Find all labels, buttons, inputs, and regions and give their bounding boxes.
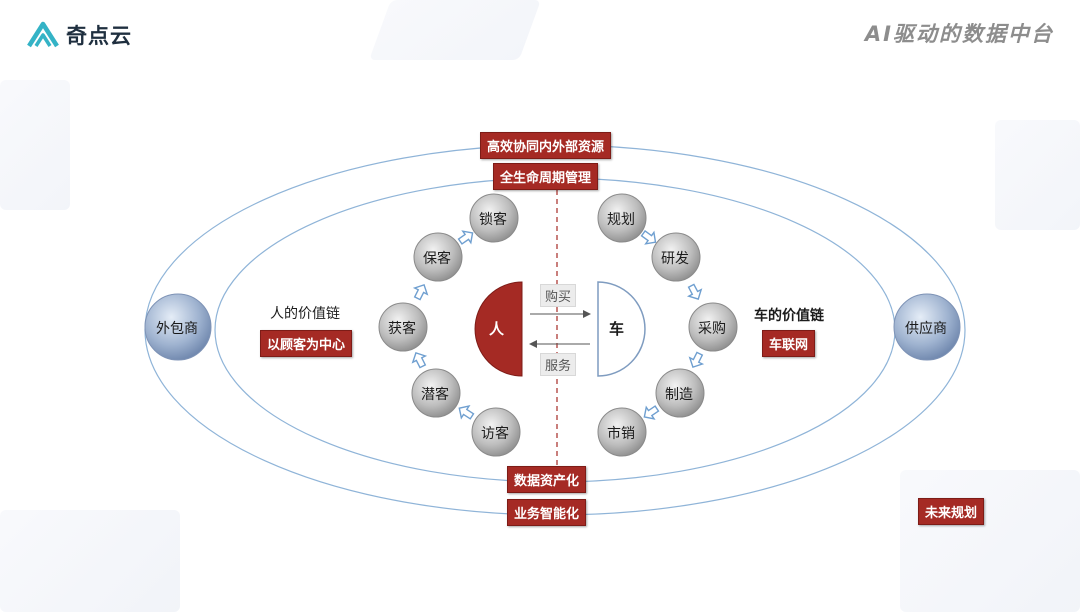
left-cycle-arrow-icon — [412, 283, 429, 301]
tag-connected-car: 车联网 — [762, 330, 816, 357]
outer-node-left-circle — [144, 293, 212, 361]
left-cycle-node-label: 获客 — [388, 321, 416, 337]
left-cycle-arrow-icon — [457, 230, 474, 245]
brand-logo-icon — [27, 21, 59, 48]
car-label: 车 — [609, 320, 625, 338]
outer-node-right-label: 供应商 — [905, 321, 947, 337]
right-cycle-node-2 — [688, 302, 738, 352]
label-left-value-chain: 人的价值链 — [270, 306, 340, 322]
tag-lifecycle-management: 全生命周期管理 — [493, 163, 599, 190]
right-cycle-arrow-icon — [640, 229, 657, 245]
right-cycle-node-label: 研发 — [661, 251, 689, 267]
right-cycle-node-label: 市销 — [607, 426, 635, 442]
brand-name: 奇点云 — [66, 24, 132, 48]
right-cycle-node-0 — [597, 193, 647, 243]
label-buy: 购买 — [540, 284, 577, 307]
left-cycle-arrow-icon — [411, 351, 428, 369]
label-right-value-chain: 车的价值链 — [754, 308, 824, 324]
decor-shape-bottom-right — [900, 470, 1080, 612]
left-cycle-node-1 — [413, 232, 463, 282]
right-cycle-arrow-icon — [643, 405, 660, 420]
person-label: 人 — [489, 320, 505, 338]
right-cycle-node-4 — [597, 407, 647, 457]
outer-node-right-circle — [893, 293, 961, 361]
right-cycle-arrow-icon — [688, 351, 705, 369]
decor-shape-right — [995, 120, 1080, 230]
brand-logo: 奇点云 — [26, 20, 132, 50]
left-cycle-node-label: 保客 — [423, 251, 451, 267]
left-cycle-node-label: 锁客 — [479, 212, 507, 228]
right-cycle-node-1 — [651, 232, 701, 282]
page-title: AI驱动的数据中台 — [864, 22, 1054, 46]
tag-future-plan: 未来规划 — [918, 498, 985, 525]
decor-shape-bottom-left — [0, 510, 180, 612]
left-cycle-node-4 — [471, 407, 521, 457]
tag-customer-centric: 以顾客为中心 — [260, 330, 353, 357]
right-cycle-node-label: 采购 — [698, 321, 726, 337]
tag-cooperate-resources: 高效协同内外部资源 — [480, 132, 612, 159]
right-cycle-node-label: 制造 — [665, 387, 693, 403]
left-cycle-node-0 — [469, 193, 519, 243]
left-cycle-node-2 — [378, 302, 428, 352]
right-cycle-node-3 — [655, 368, 705, 418]
outer-node-left-label: 外包商 — [156, 321, 198, 337]
tag-data-assetization: 数据资产化 — [507, 466, 587, 493]
left-cycle-node-label: 潜客 — [421, 387, 449, 403]
tag-business-intelligence: 业务智能化 — [507, 499, 587, 526]
car-half-circle — [597, 281, 646, 377]
left-cycle-node-label: 访客 — [481, 426, 509, 442]
decor-shape-left — [0, 80, 70, 210]
left-cycle-arrow-icon — [458, 405, 475, 420]
left-cycle-node-3 — [411, 368, 461, 418]
right-cycle-arrow-icon — [686, 283, 703, 300]
right-cycle-node-label: 规划 — [607, 212, 635, 228]
person-half-circle — [474, 281, 523, 377]
label-service: 服务 — [540, 353, 577, 376]
